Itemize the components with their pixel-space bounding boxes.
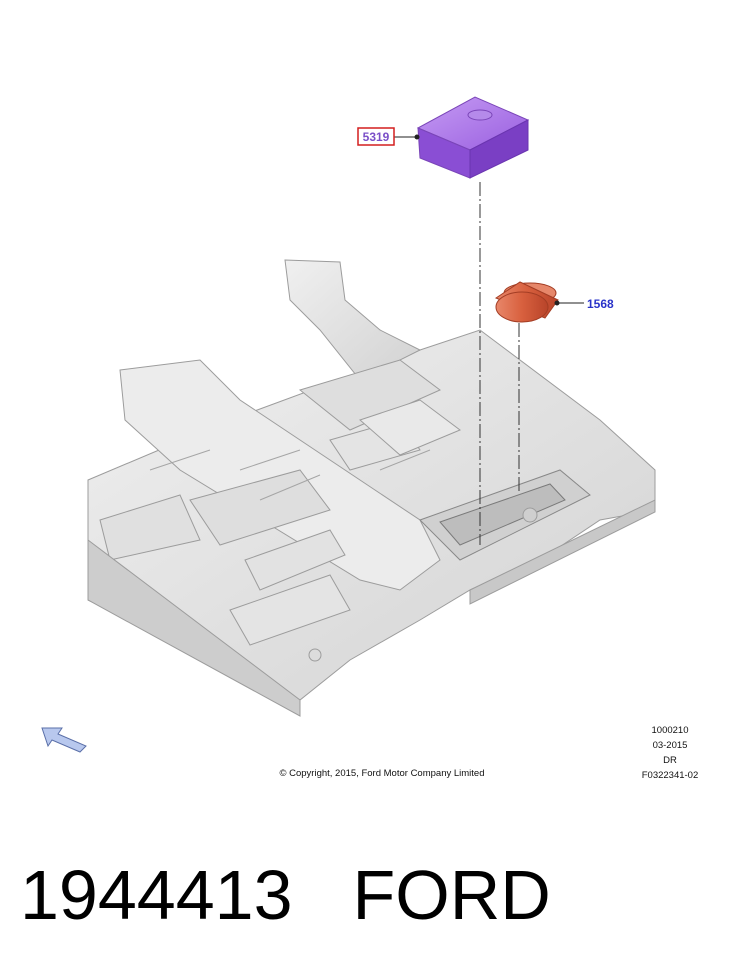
callout-5319-label: 5319 <box>363 130 390 144</box>
callout-1568-label: 1568 <box>587 297 614 311</box>
reference-code: 1000210 <box>651 725 689 736</box>
floor-pan-assembly <box>87 259 656 717</box>
draftsman-initials: DR <box>663 755 677 766</box>
part-caption: 1944413 FORD <box>20 845 551 945</box>
callout-5319: 5319 <box>357 127 395 146</box>
part-5319-cover <box>416 96 530 179</box>
brand-name: FORD <box>352 856 551 934</box>
part-1568-cylinder <box>494 281 559 323</box>
callout-5319-box <box>357 127 395 146</box>
copyright-notice: © Copyright, 2015, Ford Motor Company Li… <box>279 768 485 779</box>
assembly-guide-lines <box>479 182 520 545</box>
figure-id: F0322341-02 <box>641 770 699 781</box>
drawing-date: 03-2015 <box>652 740 688 751</box>
callout-leaders <box>394 134 584 306</box>
drawing-metadata: 1000210 03-2015 DR F0322341-02 <box>625 723 715 783</box>
callout-1568: 1568 <box>587 297 614 311</box>
part-number: 1944413 <box>20 856 293 934</box>
exploded-parts-diagram: 5319 1568 <box>41 96 656 753</box>
front-direction-arrow-icon <box>41 727 87 753</box>
